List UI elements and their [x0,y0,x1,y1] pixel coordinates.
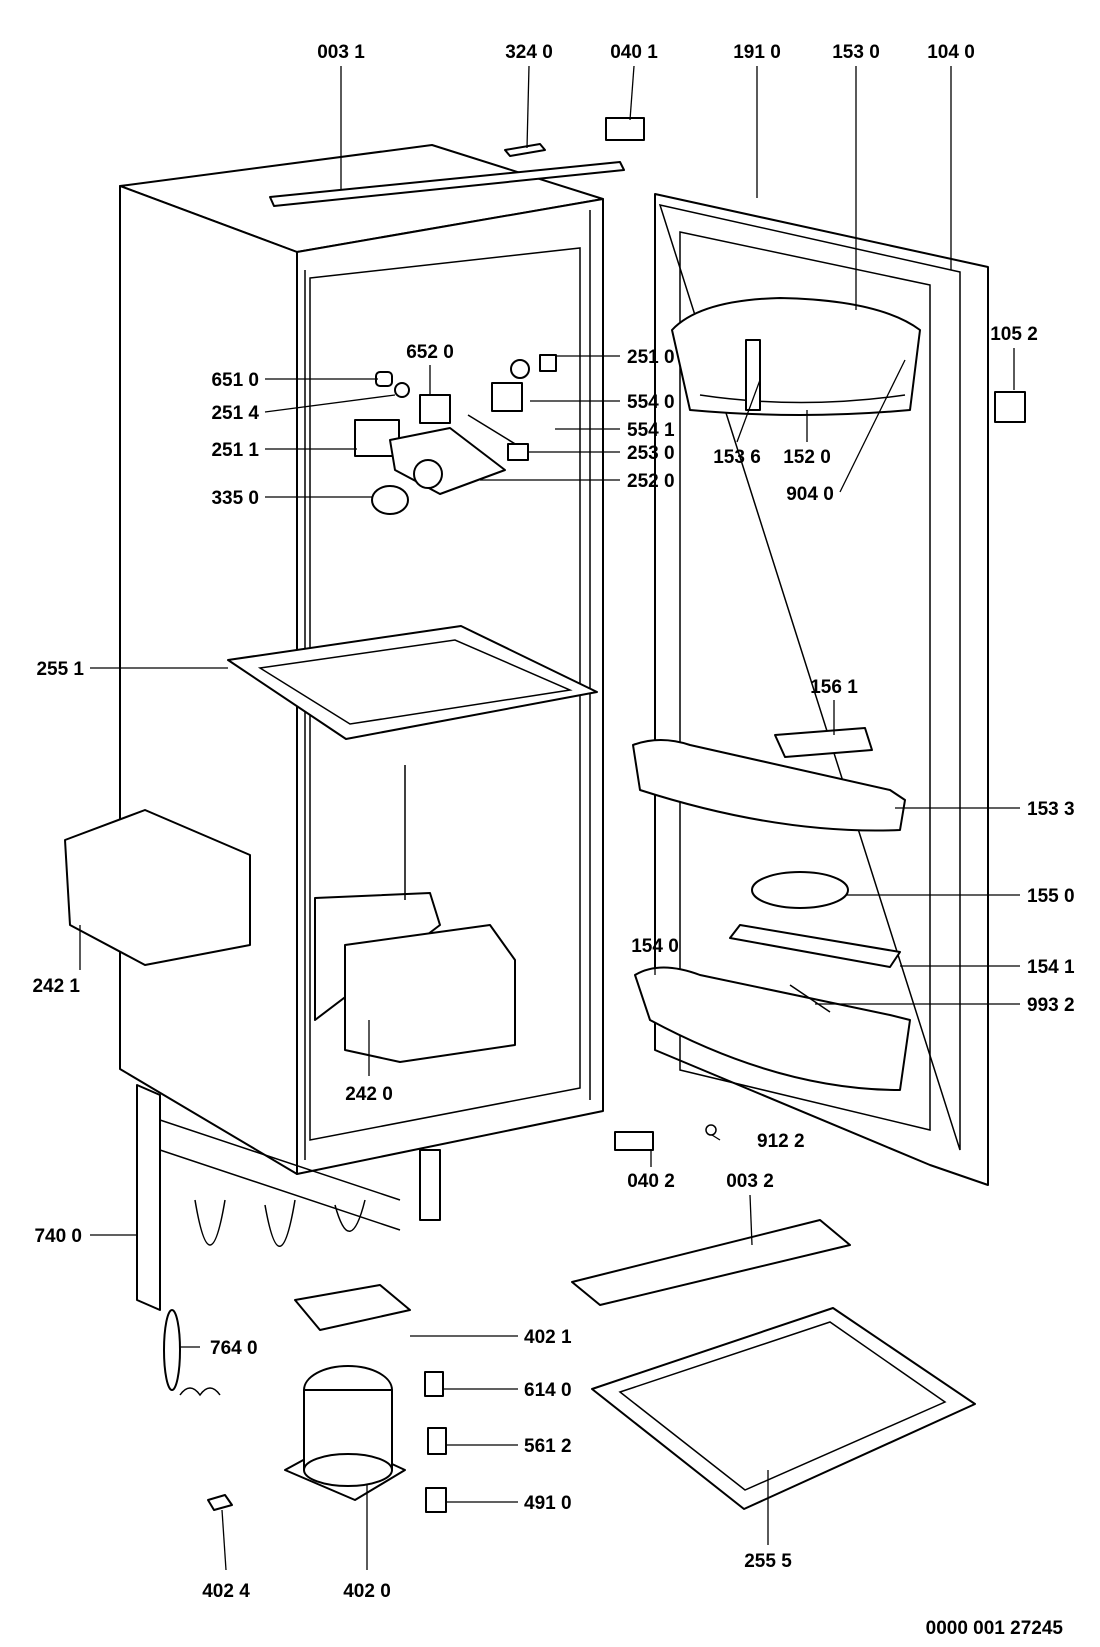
part-number-label: 554 0 [627,392,675,413]
part-number-label: 253 0 [627,443,675,464]
part-number-label: 153 6 [713,447,761,468]
part-number-label: 491 0 [524,1493,572,1514]
part-number-label: 740 0 [34,1226,82,1247]
part-number-label: 003 2 [726,1171,774,1192]
part-number-label: 105 2 [990,324,1038,345]
part-number-label: 153 3 [1027,799,1075,820]
part-number-label: 251 0 [627,347,675,368]
part-number-label: 251 4 [211,403,259,424]
leader-line [839,359,906,493]
leader-line [264,394,396,413]
part-number-label: 251 1 [211,440,259,461]
part-number-label: 104 0 [927,42,975,63]
glass-shelf-lower [591,1307,976,1510]
part-number-label: 040 1 [610,42,658,63]
crisper-drawers [64,765,516,1063]
dairy-compartment [671,297,921,416]
part-number-label: 651 0 [211,370,259,391]
leader-line [629,65,635,121]
glass-shelf-upper [227,625,598,740]
leader-line [221,1509,227,1571]
part-324 [504,143,546,157]
part-number-label: 904 0 [786,484,834,505]
hinge-top [605,117,645,141]
part-number-label: 561 2 [524,1436,572,1457]
part-number-label: 652 0 [406,342,454,363]
part-number-label: 152 0 [783,447,831,468]
part-number-label: 764 0 [210,1338,258,1359]
part-number-label: 993 2 [1027,995,1075,1016]
leader-line [711,1134,721,1141]
leader-line [749,1194,753,1246]
compressor [207,1284,447,1513]
part-number-label: 402 0 [343,1581,391,1602]
part-number-label: 614 0 [524,1380,572,1401]
part-number-label: 040 2 [627,1171,675,1192]
part-number-label: 402 1 [524,1327,572,1348]
part-number-label: 324 0 [505,42,553,63]
hinge-right [994,391,1026,423]
control-parts [354,354,557,515]
part-number-label: 154 0 [631,936,679,957]
part-labels: 003 1 324 0 040 1 191 0 153 0 104 0 651 0 251 4… [32,42,1075,1602]
part-number-label: 402 4 [202,1581,250,1602]
part-number-label: 335 0 [211,488,259,509]
leader-line [736,379,761,443]
top-rail [269,161,625,207]
part-number-label: 255 1 [36,659,84,680]
part-number-label: 155 0 [1027,886,1075,907]
leader-line [526,65,530,149]
leader-lines [79,65,1020,1571]
condenser-coil [136,1084,441,1397]
part-number-label: 156 1 [810,677,858,698]
bottom-rail [571,1219,851,1306]
part-number-label: 912 2 [757,1131,805,1152]
part-number-label: 191 0 [733,42,781,63]
part-number-label: 153 0 [832,42,880,63]
part-number-label: 252 0 [627,471,675,492]
door-bins [632,727,911,1091]
drawing-number: 0000 001 27245 [926,1618,1064,1639]
part-number-label: 554 1 [627,420,675,441]
part-number-label: 003 1 [317,42,365,63]
part-number-label: 242 1 [32,976,80,997]
part-number-label: 154 1 [1027,957,1075,978]
part-number-label: 242 0 [345,1084,393,1105]
part-number-label: 255 5 [744,1551,792,1572]
